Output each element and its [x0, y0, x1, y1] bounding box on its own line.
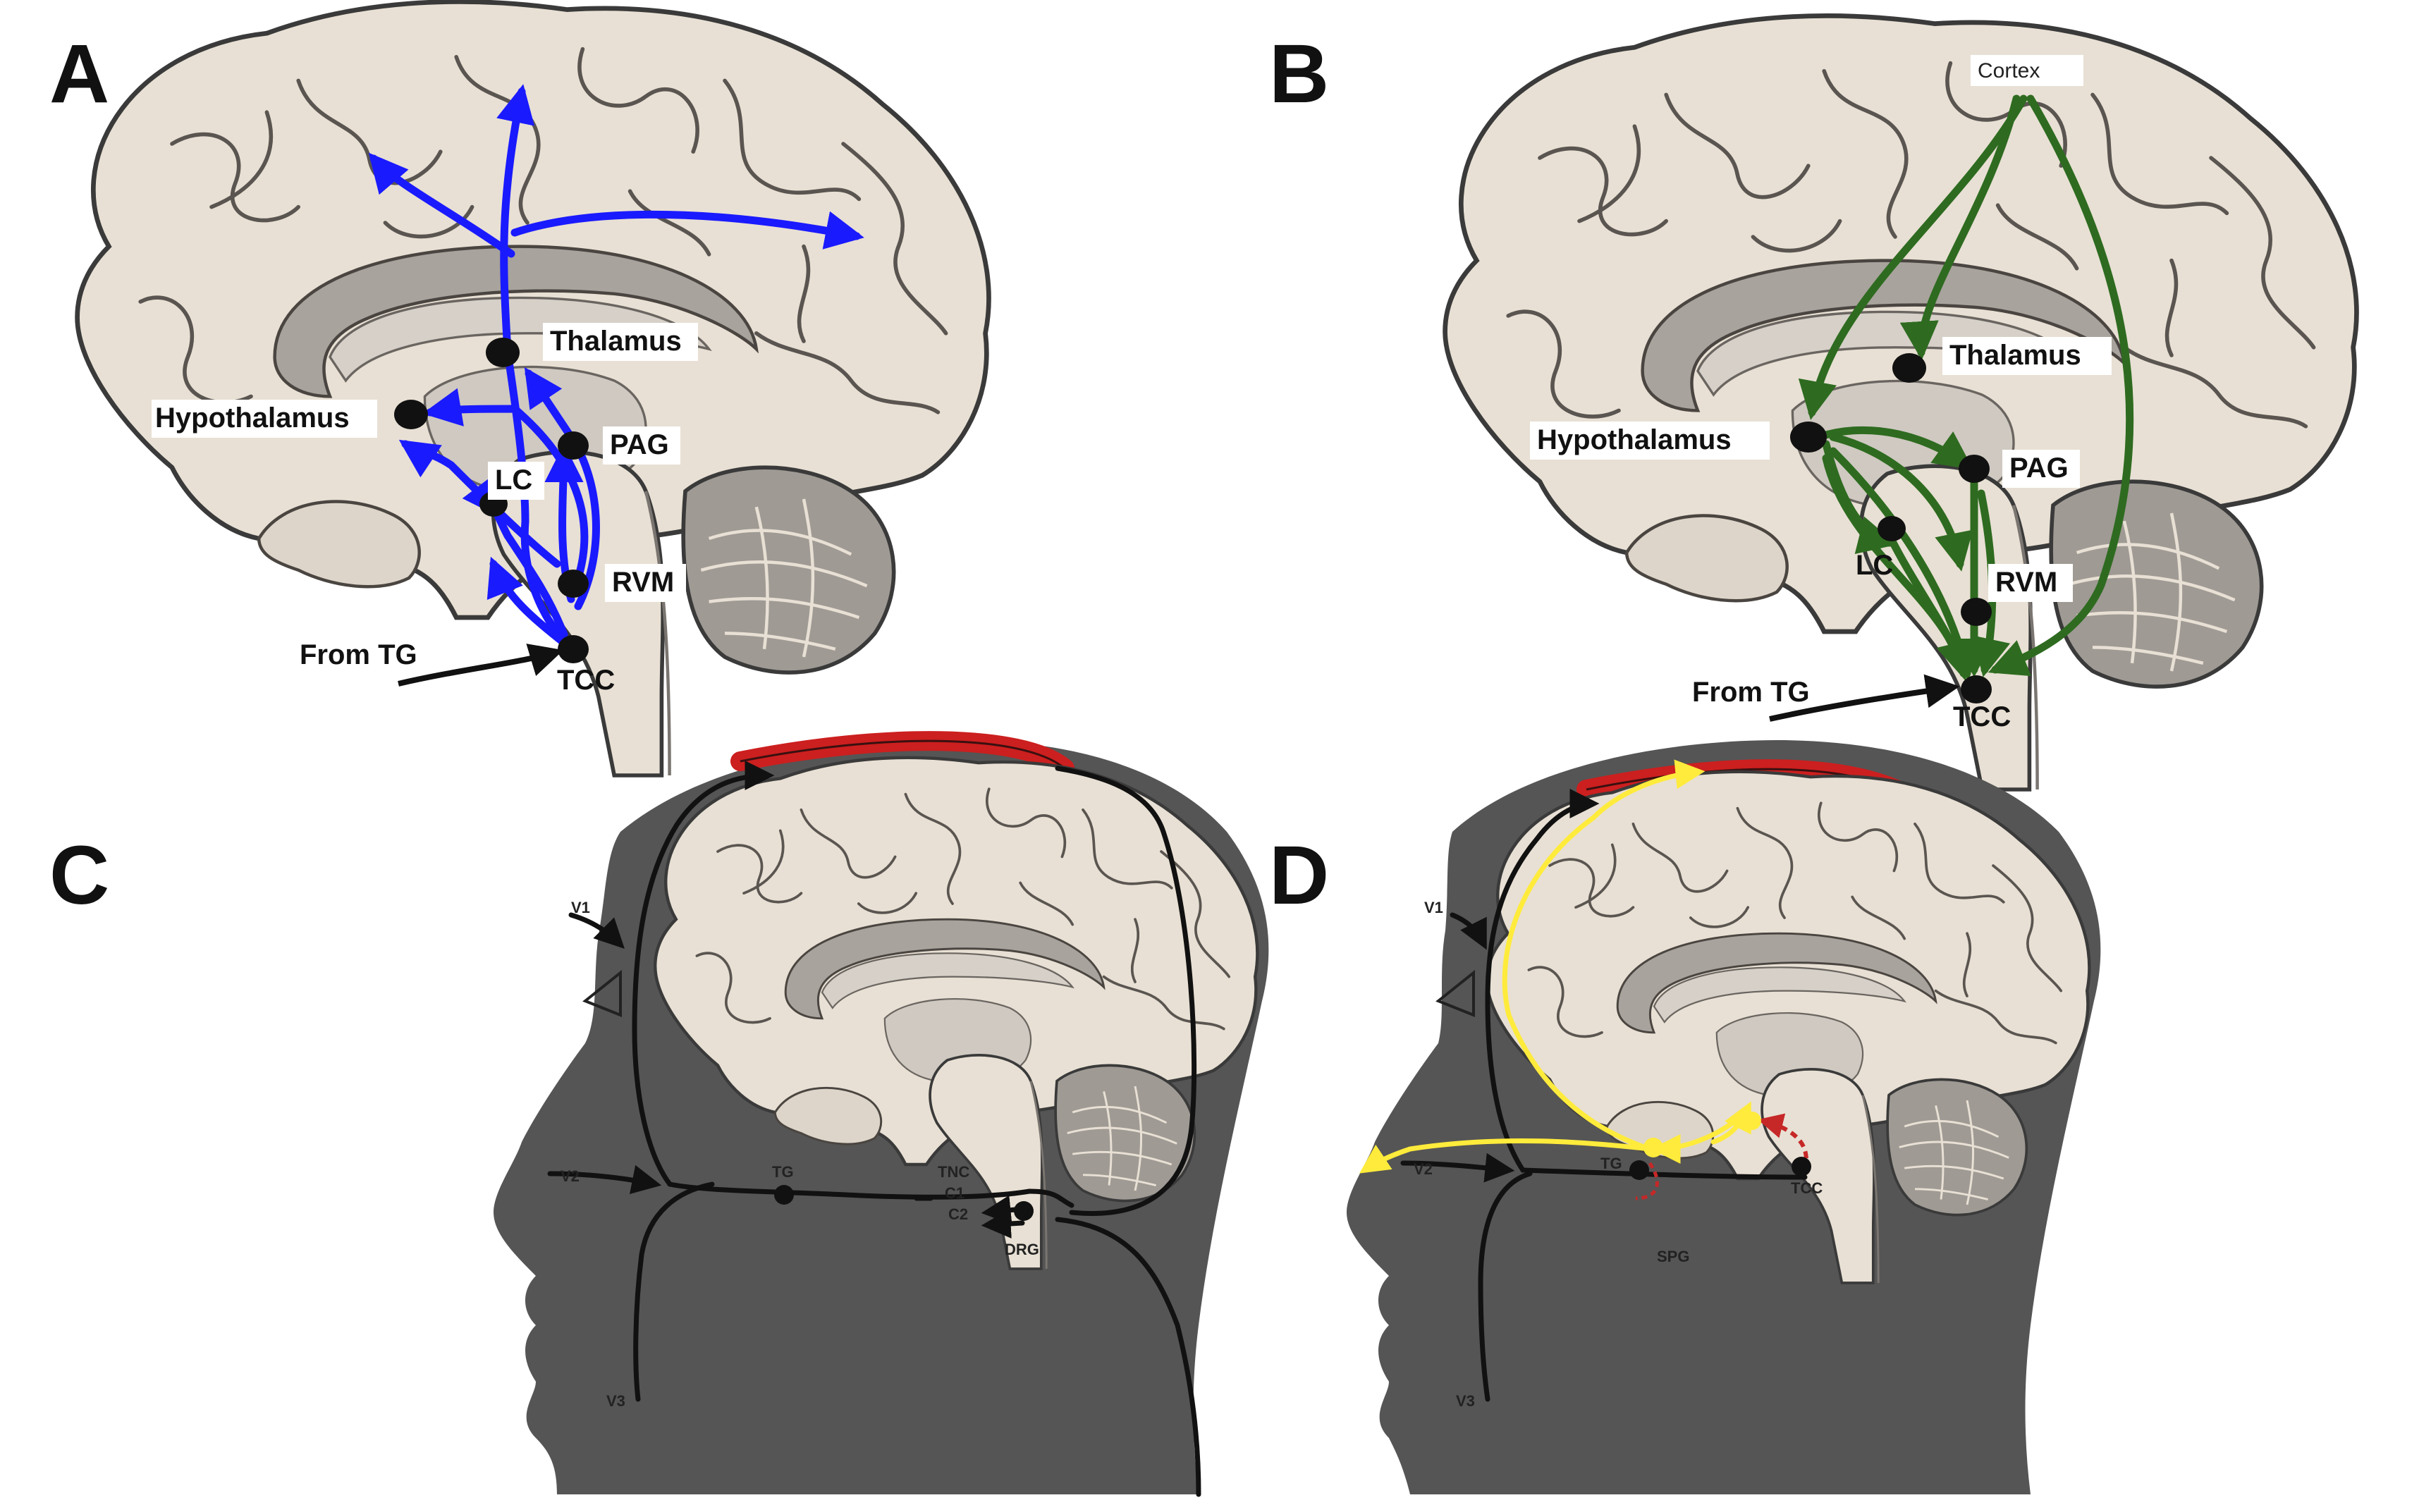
label-tg-d: TG [1600, 1155, 1622, 1172]
label-tcc-b: TCC [1953, 701, 2011, 732]
label-pag-a: PAG [610, 429, 669, 460]
label-v2-c: V2 [561, 1167, 580, 1185]
label-c2-c: C2 [948, 1205, 968, 1223]
node-drg-c [1014, 1201, 1034, 1221]
node-hypothalamus-a [394, 400, 428, 429]
label-v3-d: V3 [1456, 1392, 1475, 1410]
node-hypothalamus-b [1790, 422, 1827, 453]
label-hypothalamus-b: Hypothalamus [1537, 424, 1732, 455]
panel-c: C V1 V2 V3 TG TNC [49, 731, 1269, 1497]
panel-a: A Thalamus Hypothalamus PAG [49, 1, 988, 775]
red-dashed-path-d-2 [1758, 1113, 1808, 1171]
panel-letter-b: B [1269, 27, 1329, 121]
label-bg-thalamus-a [543, 323, 698, 361]
label-bg-cortex-b [1971, 55, 2083, 86]
panel-d: D V1 [1269, 740, 2101, 1494]
label-bg-pag-b [2002, 450, 2080, 488]
node-tg-c [774, 1185, 794, 1205]
label-cortex-b: Cortex [1978, 59, 2040, 82]
node-tcc-a [558, 635, 589, 663]
eye-icon-d [1435, 969, 1475, 1017]
node-thalamus-b [1892, 353, 1926, 383]
label-spg-d: SPG [1657, 1248, 1689, 1265]
node-tg-d [1629, 1160, 1649, 1180]
label-drg-c: DRG [1005, 1241, 1039, 1258]
label-v3-c: V3 [606, 1392, 625, 1410]
dura-outline-c [740, 739, 1065, 770]
node-tcc-b [1961, 675, 1992, 703]
panel-letter-c: C [49, 829, 109, 922]
label-bg-thalamus-b [1942, 337, 2112, 375]
label-bg-hypothalamus-b [1530, 422, 1770, 460]
label-tg-c: TG [772, 1163, 794, 1181]
label-tcc-d: TCC [1791, 1179, 1823, 1197]
label-bg-hypothalamus-a [152, 400, 377, 438]
label-thalamus-a: Thalamus [550, 326, 682, 357]
label-hypothalamus-a: Hypothalamus [155, 402, 350, 434]
label-v2-d: V2 [1414, 1160, 1433, 1178]
node-thalamus-a [486, 338, 520, 367]
panel-letter-a: A [49, 27, 109, 121]
label-lc-b: LC [1856, 550, 1893, 581]
label-bg-rvm-a [605, 564, 686, 602]
panel-letter-d: D [1269, 829, 1329, 922]
label-pag-b: PAG [2009, 453, 2069, 484]
node-pag-a [558, 431, 589, 460]
eye-icon-c [582, 969, 622, 1017]
node-lc-b [1878, 516, 1906, 541]
label-bg-lc-a [488, 462, 544, 500]
from-tg-arrow-b [1769, 674, 1960, 722]
node-yellow-brainstem-d [1743, 1112, 1761, 1130]
nerves-d [1400, 789, 1808, 1402]
panel-b: B Cortex Thalamus [1269, 16, 2356, 789]
label-tcc-a: TCC [557, 665, 615, 696]
label-thalamus-b: Thalamus [1949, 340, 2081, 371]
node-pag-b [1959, 455, 1990, 483]
label-v1-d: V1 [1424, 899, 1443, 916]
yellow-pathways-d [1359, 759, 1751, 1174]
node-rvm-a [558, 570, 589, 598]
label-c1-c: C1 [945, 1184, 965, 1202]
label-rvm-b: RVM [1995, 567, 2057, 598]
label-from-tg-a: From TG [300, 639, 417, 670]
node-rvm-b [1961, 598, 1992, 626]
label-bg-rvm-b [1988, 564, 2073, 602]
label-lc-a: LC [495, 465, 532, 496]
node-yellow-ganglion-d [1643, 1138, 1663, 1157]
label-bg-pag-a [603, 426, 680, 465]
brain-b [1445, 16, 2357, 789]
label-v1-c: V1 [571, 899, 590, 916]
nerves-c [547, 761, 1201, 1497]
descending-pathways-b [1798, 94, 2134, 681]
label-rvm-a: RVM [612, 567, 674, 598]
label-tnc-c: TNC [938, 1163, 969, 1181]
from-tg-arrow-a [398, 644, 564, 687]
node-tcc-d [1792, 1157, 1811, 1176]
label-from-tg-b: From TG [1692, 677, 1810, 708]
